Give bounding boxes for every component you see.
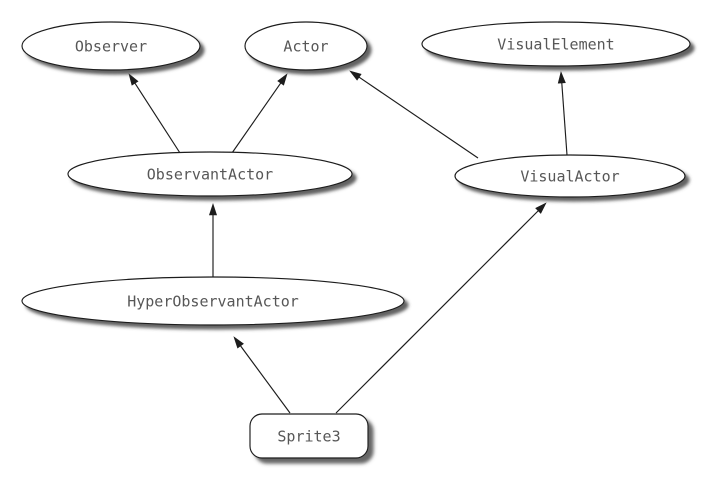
node-ellipse[interactable] [67, 151, 353, 197]
arrowhead-icon [233, 336, 244, 349]
node-actor[interactable]: Actor [244, 21, 368, 71]
edge-line [335, 208, 541, 414]
node-observantactor[interactable]: ObservantActor [67, 151, 353, 197]
arrowhead-icon [349, 70, 362, 81]
arrowhead-icon [128, 73, 139, 86]
edge-line [357, 75, 479, 159]
edge-observantactor-to-actor[interactable] [231, 73, 288, 154]
arrowhead-icon [208, 203, 218, 216]
arrowhead-icon [557, 71, 566, 84]
node-ellipse[interactable] [21, 276, 405, 326]
node-label: Sprite3 [277, 428, 340, 446]
edge-observantactor-to-observer[interactable] [128, 73, 181, 154]
edges-layer [128, 70, 568, 414]
node-ellipse[interactable] [421, 21, 691, 67]
node-sprite3[interactable]: Sprite3 [249, 413, 369, 459]
node-hyperobservantactor[interactable]: HyperObservantActor [21, 276, 405, 326]
node-label: ObservantActor [147, 166, 273, 184]
node-label: VisualActor [520, 168, 619, 186]
node-label: VisualElement [497, 36, 614, 54]
node-observer[interactable]: Observer [21, 21, 201, 71]
arrowhead-icon [535, 202, 547, 214]
node-ellipse[interactable] [454, 154, 686, 198]
edge-sprite3-to-hyperobservantactor[interactable] [233, 336, 291, 414]
edge-visualactor-to-actor[interactable] [349, 70, 479, 159]
edge-sprite3-to-visualactor[interactable] [335, 202, 547, 414]
node-label: Observer [75, 38, 147, 56]
edge-visualactor-to-visualelement[interactable] [557, 71, 568, 156]
node-label: Actor [283, 38, 328, 56]
node-visualactor[interactable]: VisualActor [454, 154, 686, 198]
edge-line [133, 81, 181, 154]
edge-line [231, 81, 283, 154]
edge-line [561, 80, 568, 156]
node-rounded-rect[interactable] [249, 413, 369, 459]
node-ellipse[interactable] [244, 21, 368, 71]
edge-line [238, 343, 291, 414]
node-label: HyperObservantActor [127, 293, 299, 311]
edge-hyperobservantactor-to-observantactor[interactable] [208, 203, 218, 278]
node-visualelement[interactable]: VisualElement [421, 21, 691, 67]
node-ellipse[interactable] [21, 21, 201, 71]
arrowhead-icon [277, 73, 288, 86]
nodes-layer: Observer Actor VisualElementObservantActor… [21, 21, 691, 459]
